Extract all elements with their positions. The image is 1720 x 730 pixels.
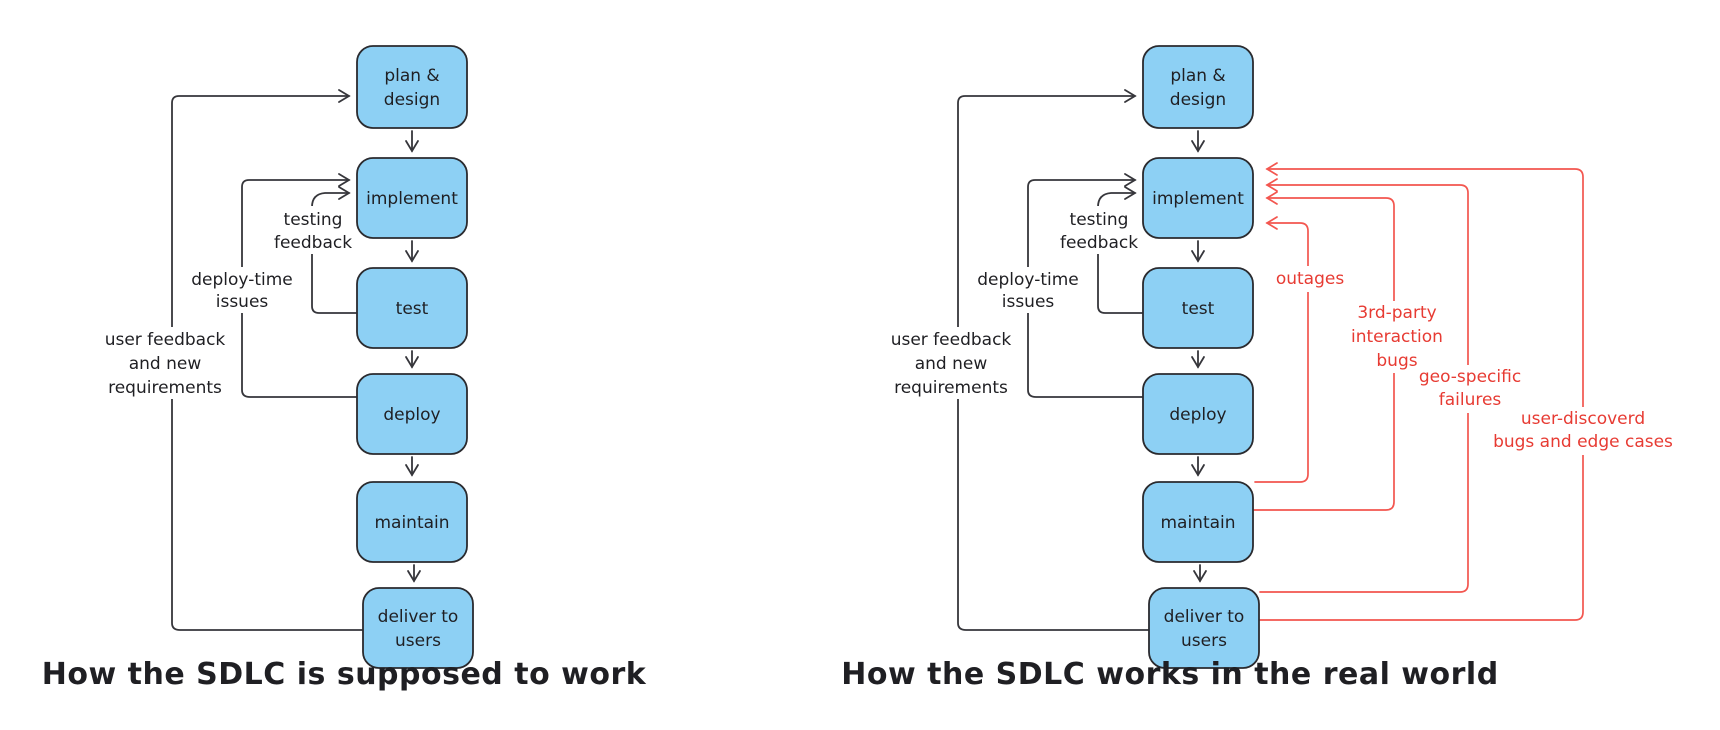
node-deliver-to-users-label: users: [1181, 631, 1227, 651]
node-plan-design-label: design: [384, 90, 440, 110]
user-feedback-label: requirements: [108, 378, 222, 398]
deploy-time-issues-label: deploy-time: [977, 270, 1078, 290]
testing-feedback-label: testing: [1070, 210, 1129, 230]
right-caption: How the SDLC works in the real world: [841, 657, 1498, 692]
node-implement-label: implement: [1152, 189, 1244, 209]
node-deliver-to-users-box: [1148, 587, 1260, 669]
user-feedback-label: user feedback: [891, 330, 1012, 350]
node-plan-design-label: design: [1170, 90, 1226, 110]
node-deploy-label: deploy: [1169, 405, 1226, 425]
node-maintain-label: maintain: [374, 513, 449, 533]
third-party-bugs-label: interaction: [1351, 327, 1443, 347]
node-plan-design-box: [356, 45, 468, 129]
node-maintain: maintain: [356, 481, 468, 563]
label-mask: [879, 327, 1023, 399]
node-implement: implement: [356, 157, 468, 239]
node-test-box: [1142, 267, 1254, 349]
testing-feedback-label: feedback: [1060, 233, 1138, 253]
node-implement-box: [356, 157, 468, 239]
label-mask: [1408, 365, 1532, 413]
right-nodes: plan & design implement test deploy main…: [1142, 45, 1260, 669]
node-implement-label: implement: [366, 189, 458, 209]
outages-label: outages: [1276, 269, 1345, 289]
edge-testing-feedback: [311, 186, 358, 314]
node-test: test: [356, 267, 468, 349]
node-deliver-to-users-label: users: [395, 631, 441, 651]
right-diagram: plan & design implement test deploy main…: [841, 45, 1682, 692]
node-implement: implement: [1142, 157, 1254, 239]
node-implement-box: [1142, 157, 1254, 239]
edge-outages: [1254, 216, 1309, 483]
node-maintain-label: maintain: [1160, 513, 1235, 533]
deploy-time-issues-label: issues: [216, 292, 269, 312]
right-edge-labels: testing feedback deploy-time issues user…: [891, 210, 1138, 398]
deploy-time-issues-label: deploy-time: [191, 270, 292, 290]
testing-feedback-label: feedback: [274, 233, 352, 253]
label-mask: [973, 267, 1083, 313]
edge-user-discovered-bugs: [1259, 162, 1584, 621]
node-maintain-box: [356, 481, 468, 563]
edge-testing-feedback: [1097, 186, 1144, 314]
left-diagram: plan & design implement test deploy main…: [42, 45, 647, 692]
third-party-bugs-label: bugs: [1376, 351, 1417, 371]
node-maintain-box: [1142, 481, 1254, 563]
node-plan-design-box: [1142, 45, 1254, 129]
node-deploy: deploy: [1142, 373, 1254, 455]
node-plan-design-label: plan &: [384, 66, 439, 86]
label-mask: [187, 267, 297, 313]
user-discovered-bugs-label: bugs and edge cases: [1493, 432, 1673, 452]
node-deploy-box: [356, 373, 468, 455]
node-deploy: deploy: [356, 373, 468, 455]
left-nodes: plan & design implement test deploy main…: [356, 45, 474, 669]
left-edge-labels: testing feedback deploy-time issues user…: [105, 210, 352, 398]
node-deliver-to-users-box: [362, 587, 474, 669]
node-test-label: test: [1182, 299, 1215, 319]
user-feedback-label: requirements: [894, 378, 1008, 398]
node-test-label: test: [396, 299, 429, 319]
node-deliver-to-users-label: deliver to: [378, 607, 459, 627]
label-mask: [93, 327, 237, 399]
node-deliver-to-users-label: deliver to: [1164, 607, 1245, 627]
label-mask: [1267, 266, 1357, 292]
node-deliver-to-users: deliver to users: [362, 587, 474, 669]
node-plan-design: plan & design: [356, 45, 468, 129]
node-maintain: maintain: [1142, 481, 1254, 563]
label-mask: [1486, 407, 1682, 455]
node-plan-design: plan & design: [1142, 45, 1254, 129]
third-party-bugs-label: 3rd-party: [1357, 303, 1436, 323]
node-deploy-label: deploy: [383, 405, 440, 425]
user-feedback-label: user feedback: [105, 330, 226, 350]
user-discovered-bugs-label: user-discoverd: [1521, 409, 1645, 429]
deploy-time-issues-label: issues: [1002, 292, 1055, 312]
user-feedback-label: and new: [129, 354, 202, 374]
failure-labels: outages 3rd-party interaction bugs geo-s…: [1276, 269, 1673, 452]
testing-feedback-label: testing: [284, 210, 343, 230]
left-caption: How the SDLC is supposed to work: [42, 657, 647, 692]
label-mask: [1340, 301, 1454, 373]
node-deliver-to-users: deliver to users: [1148, 587, 1260, 669]
node-test: test: [1142, 267, 1254, 349]
label-mask: [1052, 206, 1140, 254]
geo-specific-failures-label: geo-specific: [1419, 367, 1521, 387]
user-feedback-label: and new: [915, 354, 988, 374]
node-test-box: [356, 267, 468, 349]
node-deploy-box: [1142, 373, 1254, 455]
node-plan-design-label: plan &: [1170, 66, 1225, 86]
label-mask: [266, 206, 354, 254]
geo-specific-failures-label: failures: [1439, 390, 1502, 410]
